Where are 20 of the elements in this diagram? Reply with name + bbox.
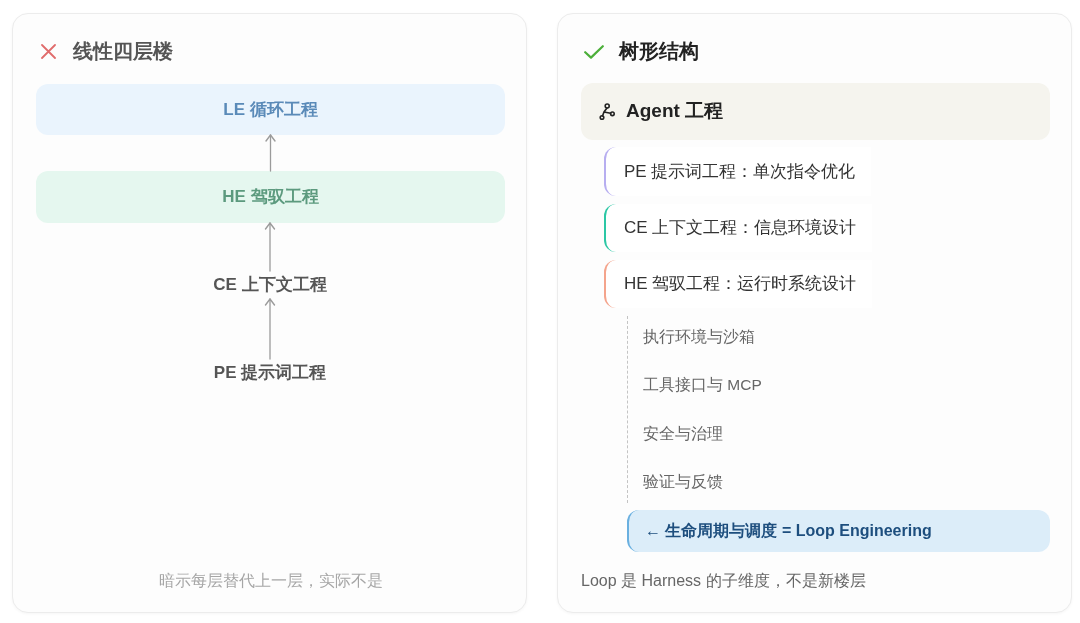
layer-box: LE 循环工程 bbox=[36, 84, 505, 135]
arrow bbox=[264, 222, 276, 272]
root-label: Agent 工程 bbox=[626, 99, 724, 124]
panel-note: Loop 是 Harness 的子维度，不是新楼层 bbox=[581, 571, 866, 591]
root-box bbox=[581, 83, 1050, 140]
panel-heading: 线性四层楼 bbox=[73, 39, 173, 63]
panel-heading: 树形结构 bbox=[619, 39, 699, 63]
highlight-box: ← 生命周期与调度 = Loop Engineering bbox=[627, 510, 1050, 552]
layer-box: HE 驾驭工程 bbox=[36, 171, 505, 223]
layer-label: PE 提示词工程 bbox=[213, 359, 327, 387]
panel-card bbox=[557, 13, 1072, 613]
sub-item-label: 工具接口与 MCP bbox=[643, 373, 762, 397]
panel-card bbox=[12, 13, 527, 613]
arrow bbox=[264, 298, 276, 360]
sub-item-label: 安全与治理 bbox=[643, 422, 723, 446]
sub-item-label: 执行环境与沙箱 bbox=[643, 325, 755, 349]
arrow bbox=[265, 134, 276, 172]
sub-item-label: 验证与反馈 bbox=[643, 470, 723, 494]
panel-note: 暗示每层替代上一层，实际不是 bbox=[158, 571, 383, 591]
layer-label: CE 上下文工程 bbox=[213, 271, 327, 299]
